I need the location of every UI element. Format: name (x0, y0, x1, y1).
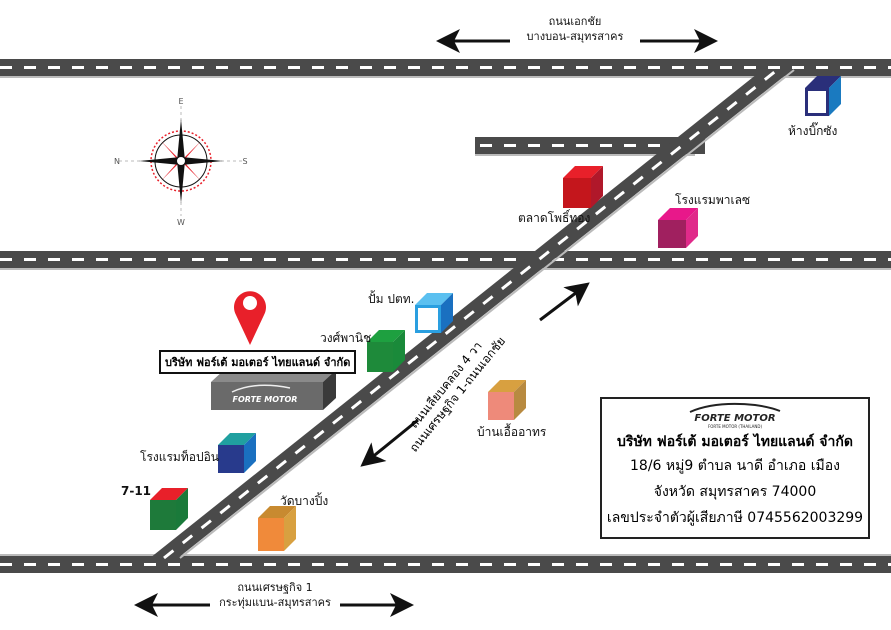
landmark-label-top-inn-hotel: โรงแรมท็อปอิน (140, 450, 219, 464)
road-top-route: บางบอน-สมุทรสาคร (526, 30, 624, 43)
road-top (0, 59, 891, 78)
landmark-top-inn-hotel-icon (218, 433, 256, 473)
road-middle (0, 251, 891, 270)
building-logo: FORTE MOTOR (233, 395, 298, 404)
company-location-label: บริษัท ฟอร์เต้ มอเตอร์ ไทยแลนด์ จำกัด (159, 350, 357, 374)
landmark-label-baan-ueaarthorn: บ้านเอื้ออาทร (477, 425, 547, 439)
landmark-label-ptt: ปั้ม ปตท. (368, 292, 415, 306)
company-info-box: FORTE MOTOR FORTE MOTOR (THAILAND) บริษั… (600, 397, 870, 539)
road-bottom (0, 554, 891, 573)
landmark-bigc-icon (805, 76, 841, 116)
landmark-wat-bang-ping-icon (258, 506, 296, 551)
company-name: บริษัท ฟอร์เต้ มอเตอร์ ไทยแลนด์ จำกัด (617, 434, 853, 450)
landmark-palace-hotel-icon (658, 208, 698, 248)
company-address-1: 18/6 หมู่9 ตำบล นาดี อำเภอ เมือง (630, 458, 840, 474)
landmark-label-palace-hotel: โรงแรมพาเลซ (675, 193, 751, 207)
landmark-7-11-icon (150, 488, 188, 530)
compass-south: S (242, 157, 247, 166)
road-label-bottom: ถนนเศรษฐกิจ 1 กระทุ่มแบน-สมุทรสาคร (205, 580, 345, 610)
compass-east: E (178, 97, 183, 106)
logo-text: FORTE MOTOR (694, 413, 776, 424)
car-silhouette-icon (689, 402, 781, 413)
landmark-wongpanich-icon (367, 330, 405, 372)
road-short (475, 137, 705, 156)
landmark-label-wongpanich: วงศ์พานิช (320, 331, 372, 345)
road-top-name: ถนนเอกชัย (548, 15, 602, 28)
location-pin-icon (233, 291, 266, 345)
landmark-market-icon (563, 166, 603, 208)
road-bottom-route: กระทุ่มแบน-สมุทรสาคร (219, 596, 331, 609)
landmark-label-wat-bang-ping: วัดบางปิ้ง (280, 494, 329, 508)
logo-subtext: FORTE MOTOR (THAILAND) (707, 424, 763, 429)
company-logo: FORTE MOTOR FORTE MOTOR (THAILAND) (602, 401, 868, 429)
landmark-label-bigc: ห้างบิ๊กซัง (788, 124, 838, 138)
landmark-label-7-11: 7-11 (121, 484, 152, 498)
compass-north: N (114, 157, 120, 166)
forte-motor-building: FORTE MOTOR (211, 370, 336, 410)
direction-arrows (134, 29, 718, 617)
compass-west: W (177, 218, 185, 227)
road-label-top: ถนนเอกชัย บางบอน-สมุทรสาคร (505, 14, 645, 44)
landmark-ptt-icon (415, 293, 453, 333)
road-diagonal (150, 68, 795, 560)
company-address-2: จังหวัด สมุทรสาคร 74000 (653, 484, 817, 500)
landmark-baan-ueaarthorn-icon (488, 380, 526, 420)
company-tax-id: เลขประจำตัวผู้เสียภาษี 0745562003299 (606, 510, 864, 526)
road-bottom-name: ถนนเศรษฐกิจ 1 (237, 581, 313, 594)
landmark-label-market: ตลาดโพธิ์ทอง (518, 211, 591, 225)
compass-icon: E N S W (114, 97, 248, 227)
